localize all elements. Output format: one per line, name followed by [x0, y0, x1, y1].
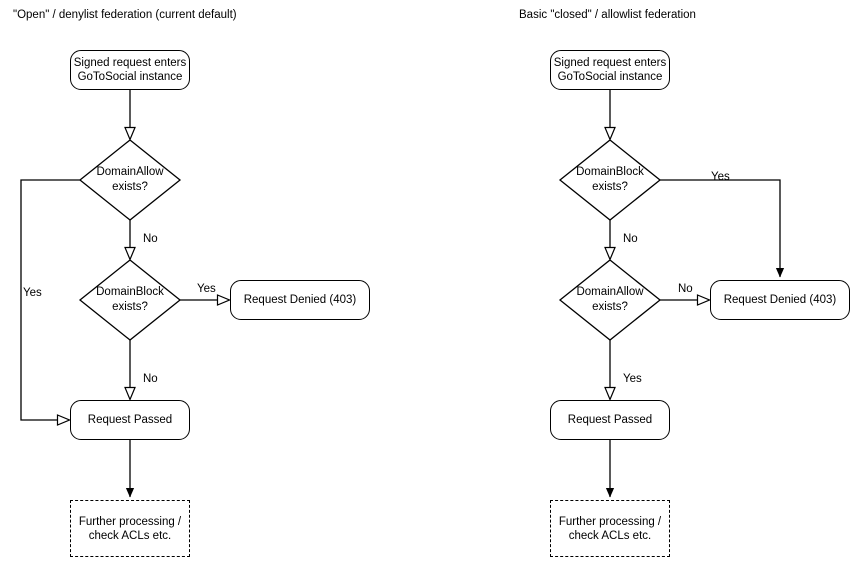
- decision-domain-block-left: [78, 259, 182, 341]
- edge-label-allow-yes-right: Yes: [623, 373, 642, 385]
- diagram-title-closed-allowlist: Basic "closed" / allowlist federation: [519, 9, 696, 21]
- node-further-processing-left: Further processing / check ACLs etc.: [70, 500, 190, 557]
- edge-allow-yes-left: [20, 179, 80, 420]
- edge-label-block-yes-left: Yes: [197, 283, 216, 295]
- node-request-denied-left: Request Denied (403): [230, 280, 370, 320]
- decision-domain-allow-right: [558, 259, 662, 341]
- decision-domain-block-right: [558, 139, 662, 221]
- node-entry-right-line1: Signed request enters: [553, 57, 667, 69]
- edge-label-block-yes-right: Yes: [711, 171, 730, 183]
- node-request-denied-right: Request Denied (403): [710, 280, 850, 320]
- node-entry-left: Signed request enters GoToSocial instanc…: [70, 50, 190, 90]
- node-further-processing-right-line1: Further processing /: [558, 515, 662, 528]
- node-entry-right-line2: GoToSocial instance: [557, 71, 663, 83]
- node-request-passed-right: Request Passed: [550, 400, 670, 440]
- node-request-denied-left-label: Request Denied (403): [243, 294, 357, 306]
- node-request-passed-left-label: Request Passed: [87, 414, 173, 426]
- node-further-processing-left-line2: check ACLs etc.: [88, 529, 172, 542]
- edge-label-block-no-right: No: [623, 233, 638, 245]
- node-entry-right: Signed request enters GoToSocial instanc…: [550, 50, 670, 90]
- node-further-processing-right: Further processing / check ACLs etc.: [550, 500, 670, 557]
- edge-label-allow-no-left: No: [143, 233, 158, 245]
- diagram-title-open-denylist: "Open" / denylist federation (current de…: [13, 9, 237, 21]
- edge-label-allow-no-right: No: [678, 283, 693, 295]
- node-entry-left-line1: Signed request enters: [73, 57, 187, 69]
- node-request-passed-right-label: Request Passed: [567, 414, 653, 426]
- edge-label-allow-yes-left: Yes: [23, 287, 42, 299]
- node-request-denied-right-label: Request Denied (403): [723, 294, 837, 306]
- node-further-processing-left-line1: Further processing /: [78, 515, 182, 528]
- edge-label-block-no-left: No: [143, 373, 158, 385]
- node-request-passed-left: Request Passed: [70, 400, 190, 440]
- decision-domain-allow-left: [78, 139, 182, 221]
- edge-block-yes-right: [660, 179, 785, 278]
- node-entry-left-line2: GoToSocial instance: [77, 71, 183, 83]
- node-further-processing-right-line2: check ACLs etc.: [568, 529, 652, 542]
